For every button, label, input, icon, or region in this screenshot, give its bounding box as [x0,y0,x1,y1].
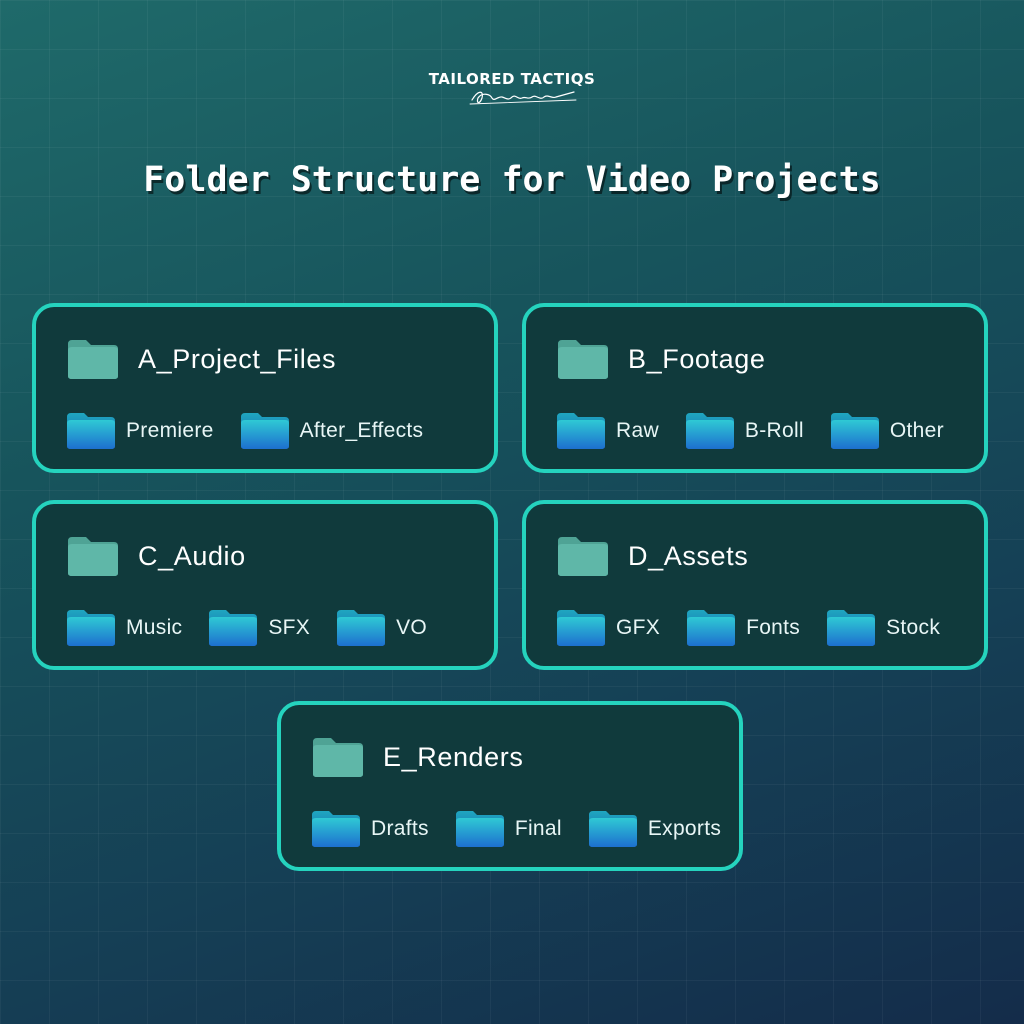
subfolder-item[interactable]: Raw [556,412,659,450]
folder-icon [827,610,876,646]
folder-icon [558,340,608,379]
subfolder-item[interactable]: Drafts [311,810,429,848]
page-title: Folder Structure for Video Projects [143,160,881,200]
subfolder-label: VO [396,616,428,639]
folder-card-a-project-files: A_Project_Files Premiere After_Effects [32,303,498,473]
subfolder-label: Final [514,817,562,840]
folder-name: B_Footage [628,343,766,374]
subfolder-item[interactable]: Music [66,609,182,647]
subfolder-item[interactable]: Exports [588,810,721,848]
subfolder-label: Raw [616,419,659,442]
folder-header: E_Renders [311,735,523,779]
subfolder-label: GFX [616,616,661,639]
folder-icon [685,413,734,449]
subfolder-item[interactable]: Final [455,810,562,848]
folder-icon [68,340,118,379]
folder-header: A_Project_Files [66,337,336,381]
folder-card-b-footage: B_Footage Raw B-Roll Other [522,303,988,473]
subfolder-item[interactable]: GFX [556,609,660,647]
subfolder-label: Drafts [371,817,429,840]
folder-card-e-renders: E_Renders Drafts Final Exports [277,701,743,871]
folder-icon [67,610,115,646]
folder-name: C_Audio [138,540,246,571]
subfolder-item[interactable]: Fonts [686,609,800,647]
subfolder-label: Stock [886,616,941,639]
folder-name: A_Project_Files [138,343,337,374]
subfolder-list: Music SFX VO [66,608,453,648]
subfolder-item[interactable]: Stock [826,609,940,647]
subfolder-label: B-Roll [744,419,804,442]
folder-icon [209,610,258,646]
folder-icon [455,811,504,847]
subfolder-list: GFX Fonts Stock [556,608,966,648]
subfolder-item[interactable]: Other [830,412,944,450]
folder-name: E_Renders [383,741,524,772]
folder-card-d-assets: D_Assets GFX Fonts Stock [522,500,988,670]
subfolder-item[interactable]: VO [336,609,427,647]
folder-header: D_Assets [556,534,748,578]
brand-logo: TAILORED TACTIQS [0,70,1024,89]
brand-name: TAILORED TACTIQS [428,70,596,88]
subfolder-item[interactable]: Premiere [66,412,214,450]
folder-icon [312,811,360,847]
subfolder-label: Music [126,616,183,639]
subfolder-list: Raw B-Roll Other [556,411,970,451]
folder-icon [687,610,736,646]
subfolder-item[interactable]: After_Effects [240,412,424,450]
subfolder-label: After_Effects [299,419,424,442]
subfolder-label: Fonts [746,616,801,639]
subfolder-label: Other [889,419,944,442]
folder-icon [240,413,289,449]
folder-icon [830,413,879,449]
folder-card-c-audio: C_Audio Music SFX VO [32,500,498,670]
subfolder-label: Premiere [126,419,214,442]
folder-icon [557,413,605,449]
folder-icon [588,811,637,847]
folder-icon [557,610,605,646]
folder-name: D_Assets [628,540,749,571]
subfolder-item[interactable]: SFX [208,609,310,647]
folder-icon [313,738,363,777]
subfolder-label: Exports [647,817,722,840]
folder-icon [67,413,115,449]
subfolder-item[interactable]: B-Roll [685,412,804,450]
folder-header: C_Audio [66,534,246,578]
subfolder-label: SFX [268,616,311,639]
folder-icon [68,537,118,576]
subfolder-list: Premiere After_Effects [66,411,449,451]
folder-header: B_Footage [556,337,766,381]
subfolder-list: Drafts Final Exports [311,809,747,849]
folder-icon [337,610,386,646]
signature-icon [469,91,577,105]
folder-icon [558,537,608,576]
